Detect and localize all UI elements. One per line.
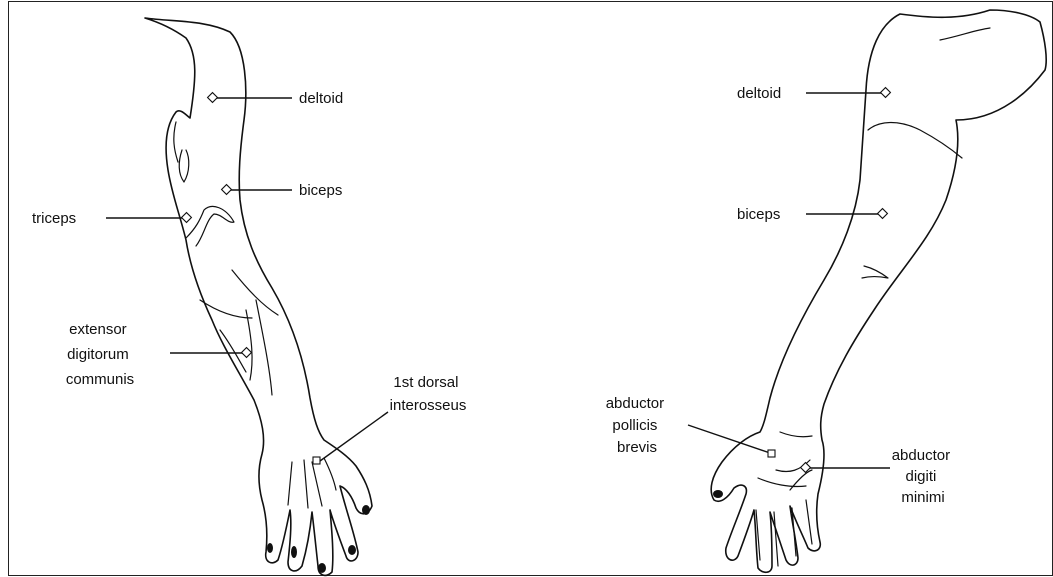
label-triceps: triceps: [32, 210, 76, 227]
label-deltoid-right: deltoid: [737, 85, 781, 102]
label-first-dorsal-interosseus: 1st dorsal interosseus: [390, 374, 467, 414]
marker-abductor-pollicis-brevis: [768, 450, 775, 457]
label-abductor-digiti-minimi: abductor digiti minimi: [892, 447, 955, 506]
label-biceps-left: biceps: [299, 182, 342, 199]
marker-first-dorsal-interosseus: [313, 457, 320, 464]
label-biceps-right: biceps: [737, 206, 780, 223]
label-deltoid-left: deltoid: [299, 90, 343, 107]
label-abductor-pollicis-brevis: abductor pollicis brevis: [606, 395, 669, 456]
label-extensor-digitorum-communis: extensor digitorum communis: [66, 321, 134, 388]
